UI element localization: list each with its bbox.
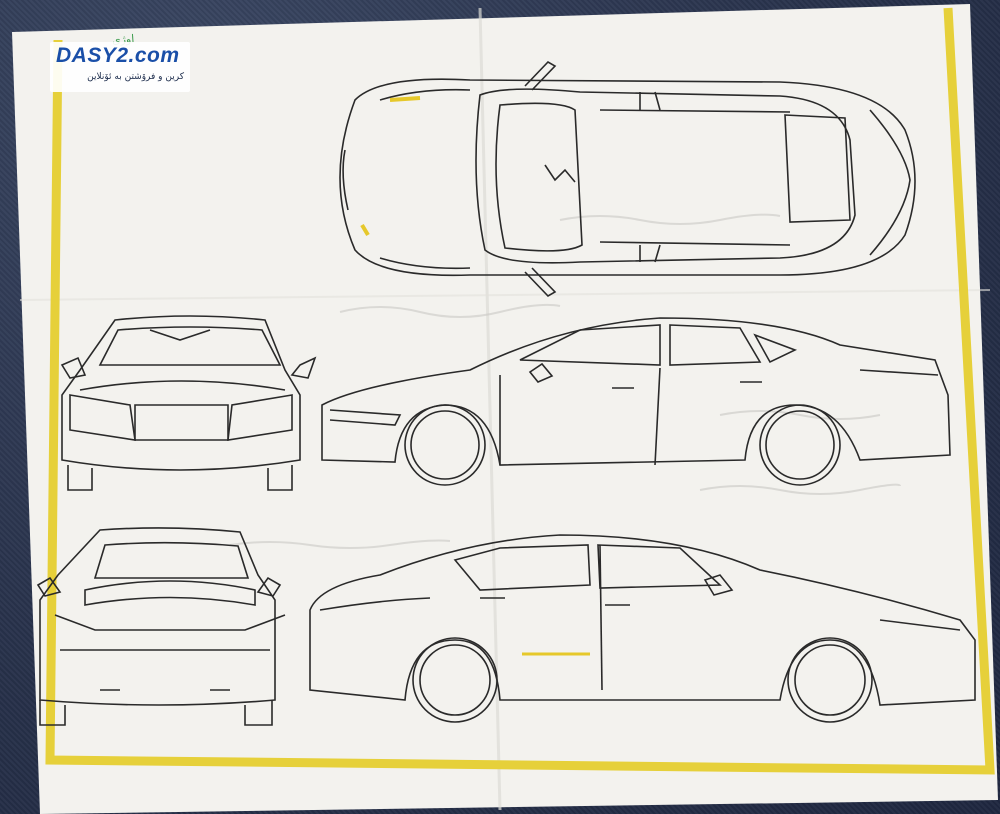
- paper-sheet: [12, 4, 998, 814]
- car-side-view-left: [309, 534, 976, 723]
- car-rear-view: [36, 527, 286, 726]
- watermark-brand: DASY2.com: [56, 44, 180, 67]
- car-side-view-right: [321, 317, 951, 486]
- yellow-border: [45, 7, 995, 775]
- car-top-view: [339, 60, 916, 298]
- paper-fold: [19, 289, 991, 301]
- handwriting-traces: [229, 213, 901, 549]
- watermark-tagline: کرین و فرۆشتن بە ئۆنلاین: [87, 72, 184, 82]
- damage-mark: [360, 223, 370, 237]
- car-front-view: [60, 315, 317, 491]
- watermark: DASY2.com کرین و فرۆشتن بە ئۆنلاین: [50, 42, 190, 92]
- damage-mark: [389, 96, 421, 102]
